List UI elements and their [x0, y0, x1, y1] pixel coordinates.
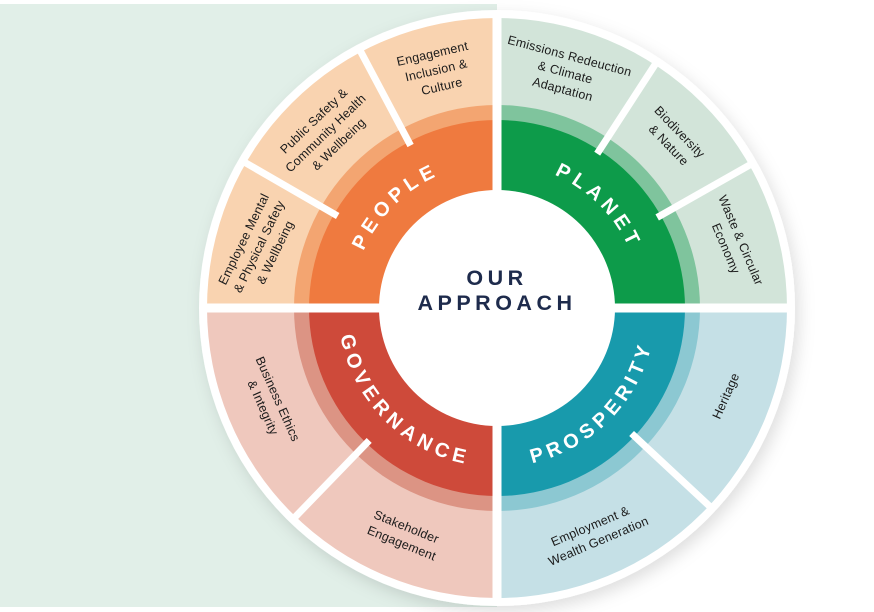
segment-divider: [241, 158, 340, 220]
segment-divider: [356, 47, 414, 148]
governance-outer-ring: [207, 308, 497, 598]
planet-core-ring: [497, 120, 685, 308]
planet-outer-ring: [497, 18, 787, 308]
governance-core-ring: [309, 308, 497, 496]
prosperity-core-ring: [497, 308, 685, 496]
people-core-ring: [309, 120, 497, 308]
governance-band: [294, 308, 497, 511]
people-outer-ring: [207, 18, 497, 308]
segment-divider: [290, 437, 372, 522]
prosperity-outer-ring: [497, 308, 787, 598]
center-title-line2: APPROACH: [417, 291, 576, 315]
prosperity-band: [497, 308, 700, 511]
center-title-line1: OUR: [466, 266, 527, 290]
segment-divider: [629, 430, 714, 511]
center-hub: [379, 190, 615, 426]
people-band: [294, 105, 497, 308]
segment-divider: [594, 60, 660, 156]
segment-divider: [655, 160, 754, 221]
